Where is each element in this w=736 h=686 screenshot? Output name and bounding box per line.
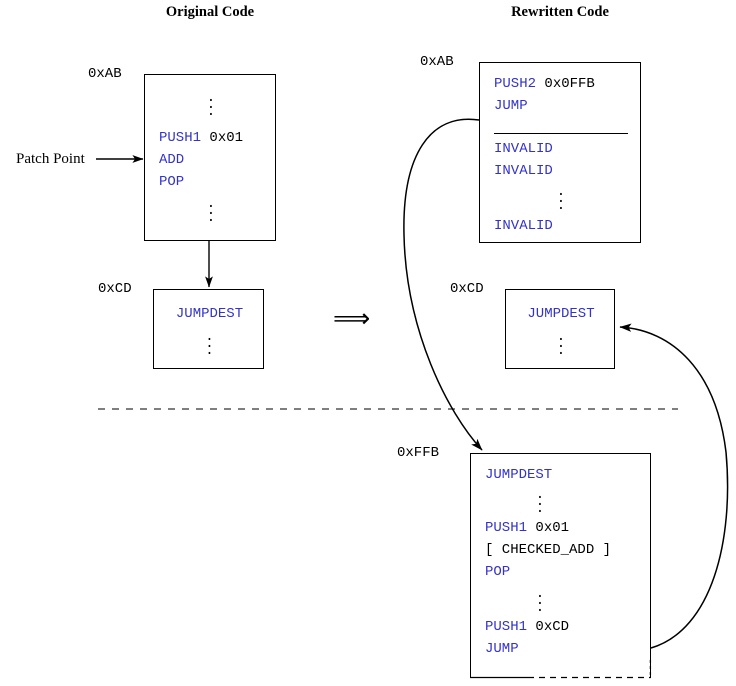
rewritten-trampoline-block: JUMPDEST ... PUSH1 0x01 [ CHECKED_ADD ] …	[470, 453, 651, 678]
code-line-trampoline-4: POP	[485, 565, 510, 579]
opcode-text: JUMPDEST	[175, 306, 244, 322]
code-line-original-1: ADD	[159, 153, 184, 167]
rewritten-main-block: PUSH2 0x0FFB JUMP INVALID INVALID ... IN…	[479, 62, 641, 243]
code-line-rewritten-dest-0: JUMPDEST	[506, 307, 616, 321]
operand-text: 0x0FFB	[544, 76, 595, 92]
opcode-text: JUMP	[494, 98, 528, 114]
code-line-original-0: PUSH1 0x01	[159, 131, 243, 145]
macro-text: [ CHECKED_ADD ]	[485, 542, 612, 558]
address-label-rewritten-trampoline: 0xFFB	[397, 445, 440, 461]
operand-text: 0xCD	[535, 619, 570, 635]
opcode-text: PUSH2	[494, 76, 537, 92]
code-line-trampoline-0: JUMPDEST	[485, 468, 552, 482]
code-line-trampoline-6: PUSH1 0xCD	[485, 620, 569, 634]
code-line-rewritten-6: INVALID	[494, 219, 553, 233]
code-line-trampoline-7: JUMP	[485, 642, 519, 656]
opcode-text: PUSH1	[159, 130, 202, 146]
opcode-text: PUSH1	[485, 520, 528, 536]
code-line-original-2: POP	[159, 175, 184, 189]
vertical-dots-icon: ...	[206, 196, 216, 226]
opcode-text: JUMPDEST	[527, 306, 595, 322]
vertical-dots-icon: ...	[535, 586, 545, 616]
operand-text: 0x01	[535, 520, 570, 536]
opcode-text: INVALID	[494, 218, 553, 234]
vertical-dots-icon: ...	[535, 487, 545, 517]
block-separator-rule	[494, 133, 628, 134]
address-label-rewritten-main: 0xAB	[420, 54, 454, 70]
opcode-text: INVALID	[494, 141, 553, 157]
code-line-trampoline-3: [ CHECKED_ADD ]	[485, 543, 611, 557]
code-line-rewritten-0: PUSH2 0x0FFB	[494, 77, 595, 91]
opcode-text: ADD	[159, 152, 185, 168]
code-line-rewritten-3: INVALID	[494, 142, 553, 156]
address-label-rewritten-dest: 0xCD	[450, 281, 484, 297]
opcode-text: PUSH1	[485, 619, 528, 635]
vertical-dots-icon: ...	[205, 329, 214, 359]
vertical-dots-icon: ...	[556, 329, 566, 359]
vertical-dots-icon: ...	[556, 184, 566, 214]
opcode-text: POP	[485, 564, 511, 580]
code-line-original-dest-0: JUMPDEST	[154, 307, 265, 321]
address-label-original-dest: 0xCD	[98, 281, 132, 297]
original-dest-block: JUMPDEST ...	[153, 289, 264, 369]
code-line-trampoline-2: PUSH1 0x01	[485, 521, 569, 535]
address-label-original-main: 0xAB	[88, 66, 122, 82]
column-title-original: Original Code	[165, 4, 255, 20]
operand-text: 0x01	[209, 130, 244, 146]
code-line-rewritten-1: JUMP	[494, 99, 528, 113]
opcode-text: JUMP	[485, 641, 519, 657]
opcode-text: INVALID	[494, 163, 553, 179]
transform-arrow-icon: ⟹	[333, 304, 371, 334]
rewritten-dest-block: JUMPDEST ...	[505, 289, 615, 369]
vertical-dots-icon: ...	[206, 90, 216, 120]
original-main-block: ... PUSH1 0x01 ADD POP ...	[144, 74, 276, 241]
code-line-rewritten-4: INVALID	[494, 164, 553, 178]
opcode-text: JUMPDEST	[485, 467, 553, 483]
patch-point-label: Patch Point	[16, 151, 85, 167]
opcode-text: POP	[159, 174, 185, 190]
column-title-rewritten: Rewritten Code	[511, 4, 609, 20]
